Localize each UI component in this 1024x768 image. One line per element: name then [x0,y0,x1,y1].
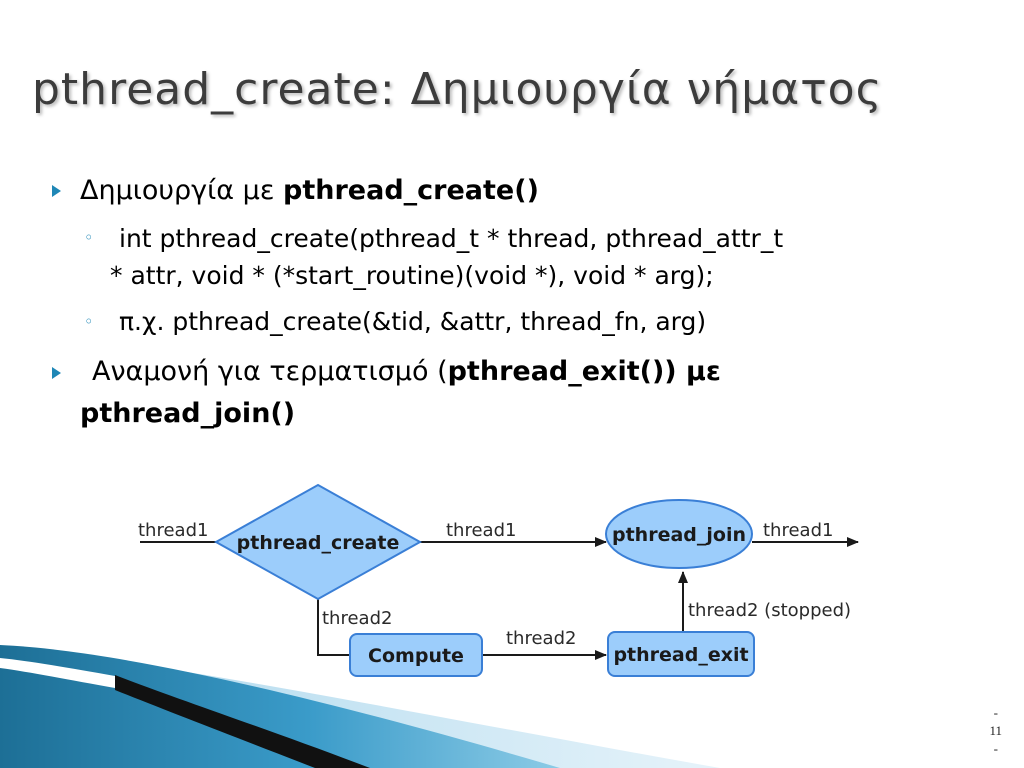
sub-bullet-1-line1: int pthread_create(pthread_t * thread, p… [119,224,784,253]
node-exit-shape [607,631,755,677]
node-compute-shape [349,633,483,677]
node-create-label: pthread_create [237,532,400,554]
sub-bullet-2: π.χ. pthread_create(&tid, &attr, thread_… [119,307,707,336]
sub-bullet-1-line2: * attr, void * (*start_routine)(void *),… [110,261,714,290]
edge-out-label: thread1 [763,520,833,541]
node-exit-label: pthread_exit [613,644,748,666]
bullet-1: Δημιουργία με pthread_create() [80,172,539,210]
page-dash-top: - [993,705,998,720]
edge-compute-exit-label: thread2 [506,628,576,649]
node-join-shape [605,499,753,569]
bullet-2-line2: pthread_join() [80,395,295,433]
node-compute-label: Compute [368,645,464,667]
bullet-1-text: Δημιουργία με [80,175,284,206]
edge-exit-join-label: thread2 (stopped) [688,600,851,621]
bullet-2-line1: Αναμονή για τερματισμό (pthread_exit()) … [92,353,721,391]
sub-bullet-circle-icon: ◦ [84,228,94,247]
bullet-2-text: Αναμονή για τερματισμό ( [92,356,448,387]
edge-in-label: thread1 [138,520,208,541]
bullet-2-bold-1: pthread_exit()) με [447,356,721,387]
bullet-1-bold: pthread_create() [283,175,539,206]
edge-create-compute-label: thread2 [322,608,392,629]
node-join-label: pthread_join [612,524,746,546]
node-create-shape [213,483,423,601]
sub-bullet-circle-icon: ◦ [84,312,94,331]
page-number: - 11 - [989,704,1002,758]
bullet-arrow-icon [52,185,61,197]
page-number-value: 11 [989,723,1002,738]
edge-create-compute [317,598,350,656]
edge-create-join-label: thread1 [446,520,516,541]
page-dash-bottom: - [993,741,998,756]
slide-title: pthread_create: Δημιουργία νήματος [32,64,883,115]
bullet-arrow-icon [52,367,61,379]
bullet-2-bold-2: pthread_join() [80,398,296,429]
